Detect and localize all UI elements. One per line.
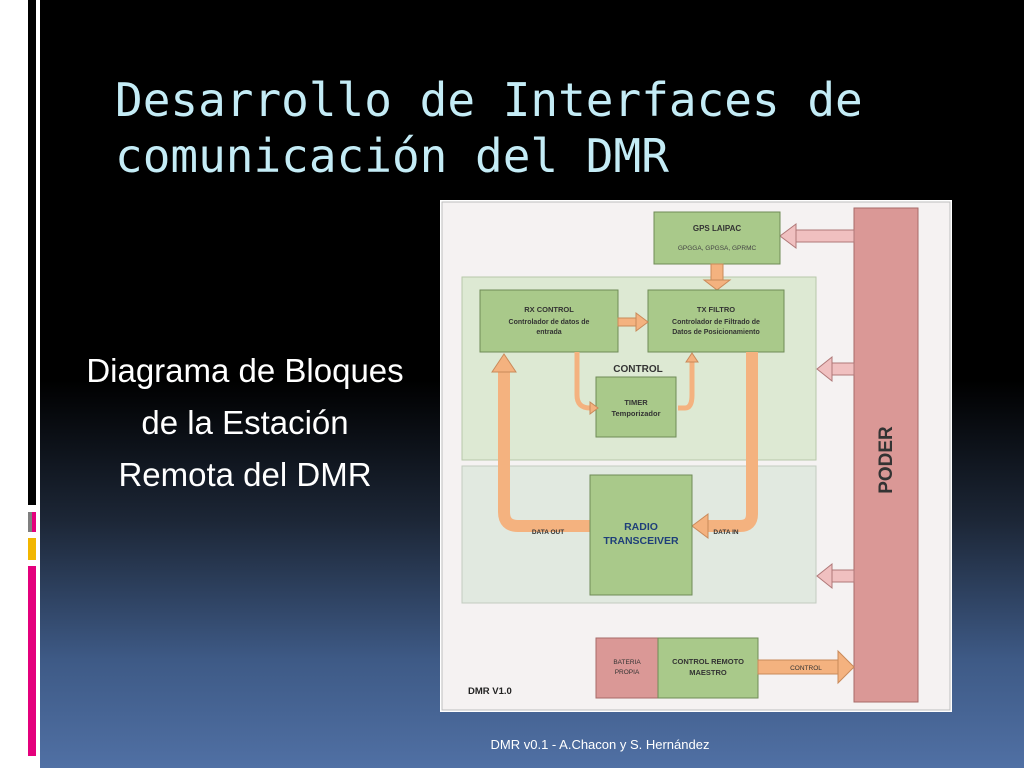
control-remoto-line1: CONTROL REMOTO [672, 657, 744, 666]
poder-label: PODER [876, 426, 897, 494]
tx-filtro-block [647, 289, 785, 353]
decor-bar-yellow [28, 538, 36, 560]
block-diagram: PODER GPS LAIPAC GPGGA, GPGSA, GPRMC [440, 200, 952, 712]
gps-sentences: GPGGA, GPGSA, GPRMC [678, 245, 757, 252]
tx-filtro-line2: Datos de Posicionamiento [672, 329, 760, 336]
slide-title: Desarrollo de Interfaces de comunicación… [115, 73, 863, 183]
timer-subtitle: Temporizador [611, 409, 660, 418]
data-in-arrow-head [691, 513, 709, 539]
timer-block [595, 376, 677, 438]
arrow-timer-to-tx-head [685, 352, 699, 363]
arrow-rx-to-timer-head [589, 401, 599, 415]
data-out-label: DATA OUT [532, 529, 564, 536]
bateria-line2: PROPIA [615, 669, 640, 676]
timer-title: TIMER [624, 398, 648, 407]
bateria-block [595, 637, 659, 699]
arrow-rx-to-tx [617, 312, 649, 332]
control-region-label: CONTROL [613, 364, 662, 375]
diagram-version-label: DMR V1.0 [468, 686, 512, 697]
tx-filtro-line1: Controlador de Filtrado de [672, 319, 760, 326]
tx-filtro-title: TX FILTRO [697, 305, 735, 314]
control-arrow-to-poder [757, 649, 855, 685]
power-arrow-gps [779, 223, 855, 249]
gps-block [653, 211, 781, 265]
data-out-arrow-head [491, 353, 517, 373]
control-arrow-label: CONTROL [790, 665, 822, 672]
bateria-line1: BATERIA [613, 659, 641, 666]
rx-control-block [479, 289, 619, 353]
radio-transceiver-block [589, 474, 693, 596]
data-in-arrow [706, 352, 758, 532]
rx-control-title: RX CONTROL [524, 305, 574, 314]
arrow-timer-to-tx [678, 362, 695, 411]
decor-bar-pink [28, 566, 36, 756]
control-remoto-block [657, 637, 759, 699]
arrow-gps-to-tx [702, 263, 732, 291]
poder-block [853, 207, 919, 703]
data-in-label: DATA IN [713, 529, 738, 536]
control-remoto-line2: MAESTRO [689, 668, 727, 677]
rx-control-line1: Controlador de datos de [509, 319, 590, 326]
block-diagram-svg: PODER GPS LAIPAC GPGGA, GPGSA, GPRMC [441, 201, 951, 711]
decor-bar-black [28, 0, 36, 505]
radio-subtitle: TRANSCEIVER [603, 535, 679, 547]
power-arrow-control [816, 355, 855, 383]
slide-footer: DMR v0.1 - A.Chacon y S. Hernández [490, 737, 710, 752]
data-out-arrow [498, 370, 590, 532]
radio-title: RADIO [624, 521, 658, 533]
rx-control-line2: entrada [536, 329, 561, 336]
slide-subtitle: Diagrama de Bloques de la Estación Remot… [86, 352, 404, 493]
decor-bar-pink-short [32, 512, 36, 532]
gps-title: GPS LAIPAC [693, 224, 742, 233]
power-arrow-radio [816, 562, 855, 590]
